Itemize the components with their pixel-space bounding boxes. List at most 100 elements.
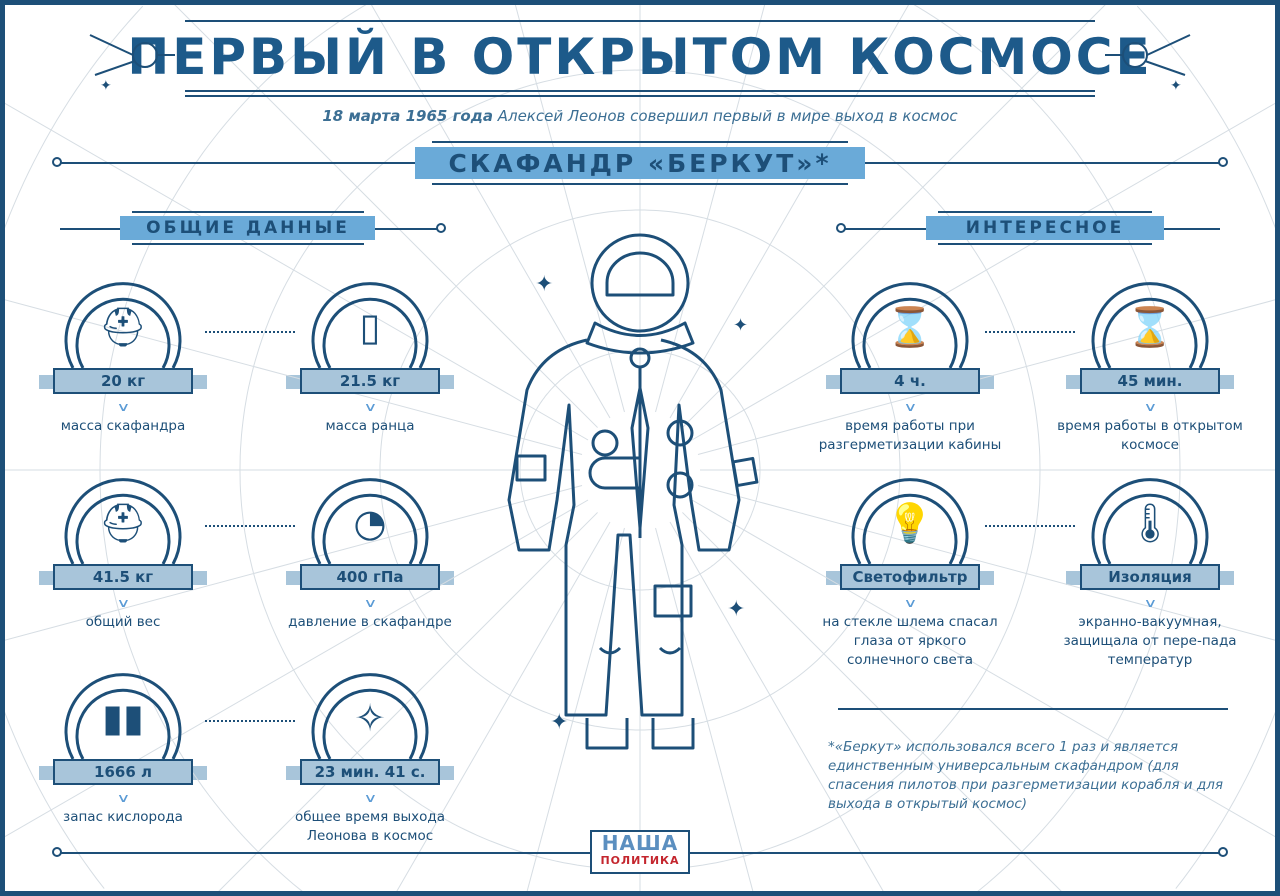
thermometer-shield-icon: 🌡 [1091, 478, 1209, 564]
title-rule-bottom-2 [185, 95, 1095, 97]
svg-text:⛑: ⛑ [99, 501, 147, 545]
bottom-rule-right [690, 852, 1220, 854]
connector [205, 525, 295, 527]
chevron-down-icon: ∨ [1142, 596, 1158, 610]
stopwatch-icon: ✧ [311, 673, 429, 759]
chevron-down-icon: ∨ [902, 400, 918, 414]
grid-line [213, 512, 598, 896]
divider-left [60, 162, 430, 164]
title-rule-top [185, 20, 1095, 22]
grid-line [169, 0, 598, 428]
grid-line [525, 527, 625, 896]
stat-value: Изоляция [1066, 564, 1234, 590]
grid-line [0, 298, 583, 455]
section-interesting: ИНТЕРЕСНОЕ [938, 211, 1152, 245]
grid-line [0, 100, 589, 441]
stat-value: 20 кг [39, 368, 207, 394]
stat-value: 4 ч. [826, 368, 994, 394]
banner-fill [120, 216, 375, 240]
grid-line [0, 485, 583, 642]
logo-bottom: ПОЛИТИКА [600, 854, 680, 867]
svg-text:▮▮: ▮▮ [102, 696, 144, 740]
stat-value: 1666 л [39, 759, 207, 785]
star-icon: ✦ [733, 315, 749, 336]
stat-value: 45 мин. [1066, 368, 1234, 394]
hourglass-cloud-icon: ⌛ [851, 282, 969, 368]
stat-value: 21.5 кг [286, 368, 454, 394]
satellite-icon: ✦ [1105, 34, 1191, 94]
svg-text:▯: ▯ [360, 305, 381, 349]
bottom-rule-left [60, 852, 590, 854]
subtitle-date: 18 марта 1965 года [322, 107, 493, 125]
chevron-down-icon: ∨ [115, 791, 131, 805]
svg-text:⛑: ⛑ [99, 305, 147, 349]
connector [205, 331, 295, 333]
connector [985, 525, 1075, 527]
svg-text:◔: ◔ [353, 501, 386, 545]
chevron-down-icon: ∨ [362, 400, 378, 414]
banner-fill [926, 216, 1164, 240]
stat-caption: время работы при разгерметизации кабины [818, 418, 1002, 453]
divider-node [52, 847, 62, 857]
svg-text:🌡: 🌡 [1126, 501, 1174, 545]
page-title: ПЕРВЫЙ В ОТКРЫТОМ КОСМОСЕ [127, 28, 1153, 86]
svg-text:⌛: ⌛ [1126, 305, 1173, 349]
helmet-on-scale-icon: ⛑ [64, 282, 182, 368]
connector [205, 720, 295, 722]
stat-card: ⛑ 20 кг ∨ масса скафандра [23, 262, 223, 436]
stat-card: 💡 Светофильтр ∨ на стекле шлема спасал г… [810, 458, 1010, 670]
grid-line [669, 521, 887, 896]
svg-text:💡: 💡 [886, 501, 933, 545]
stat-caption: экранно-вакуумная, защищала от пере-пада… [1063, 614, 1237, 668]
stat-card: ⌛ 45 мин. ∨ время работы в открытом косм… [1050, 262, 1250, 455]
divider-node [1218, 847, 1228, 857]
grid-line [655, 527, 755, 896]
stat-caption: масса скафандра [60, 418, 186, 434]
grid-line [669, 0, 912, 419]
star-icon: ✦ [550, 710, 569, 735]
chevron-down-icon: ∨ [362, 791, 378, 805]
grid-line [691, 100, 1280, 441]
stat-caption: общий вес [85, 614, 161, 630]
satellite-icon: ✦ [89, 34, 175, 94]
stat-value: 41.5 кг [39, 564, 207, 590]
stat-caption: запас кислорода [63, 809, 183, 825]
stat-caption: общее время выхода Леонова в космос [294, 809, 446, 844]
chevron-down-icon: ∨ [1142, 400, 1158, 414]
svg-text:⌛: ⌛ [886, 305, 933, 349]
stat-caption: давление в скафандре [288, 614, 452, 630]
stat-caption: масса ранца [325, 418, 415, 434]
stat-caption: время работы в открытом космосе [1057, 418, 1243, 453]
oxygen-tanks-icon: ▮▮ [64, 673, 182, 759]
suit-banner: СКАФАНДР «БЕРКУТ»* [432, 141, 848, 185]
stat-card: ⛑ 41.5 кг ∨ общий вес [23, 458, 223, 632]
stat-card: ▯ 21.5 кг ∨ масса ранца [270, 262, 470, 436]
grid-line [697, 298, 1280, 455]
stat-caption: на стекле шлема спасал глаза от яркого с… [822, 614, 998, 668]
footnote: *«Беркут» использовался всего 1 раз и яв… [828, 739, 1223, 812]
star-icon: ✦ [727, 597, 746, 622]
suit-and-backpack-on-scale-icon: ⛑ [64, 478, 182, 564]
subtitle: 18 марта 1965 года Алексей Леонов соверш… [0, 107, 1280, 125]
stat-value: Светофильтр [826, 564, 994, 590]
chevron-down-icon: ∨ [902, 596, 918, 610]
divider-node [1218, 157, 1228, 167]
grid-line [368, 0, 611, 419]
hourglass-stars-icon: ⌛ [1091, 282, 1209, 368]
grid-line [682, 0, 1111, 428]
grid-line [697, 485, 1280, 642]
chevron-down-icon: ∨ [115, 596, 131, 610]
grid-line [682, 512, 1067, 896]
stat-value: 400 гПа [286, 564, 454, 590]
chevron-down-icon: ∨ [362, 596, 378, 610]
astronaut-suit-illustration [507, 233, 759, 750]
svg-text:✧: ✧ [354, 696, 386, 740]
stat-card: ▮▮ 1666 л ∨ запас кислорода [23, 653, 223, 827]
subtitle-text: Алексей Леонов совершил первый в мире вы… [497, 107, 958, 125]
banner-fill [415, 147, 865, 179]
divider-node [436, 223, 446, 233]
stat-card: ⌛ 4 ч. ∨ время работы при разгерметизаци… [810, 262, 1010, 455]
star-icon: ✦ [535, 272, 554, 297]
